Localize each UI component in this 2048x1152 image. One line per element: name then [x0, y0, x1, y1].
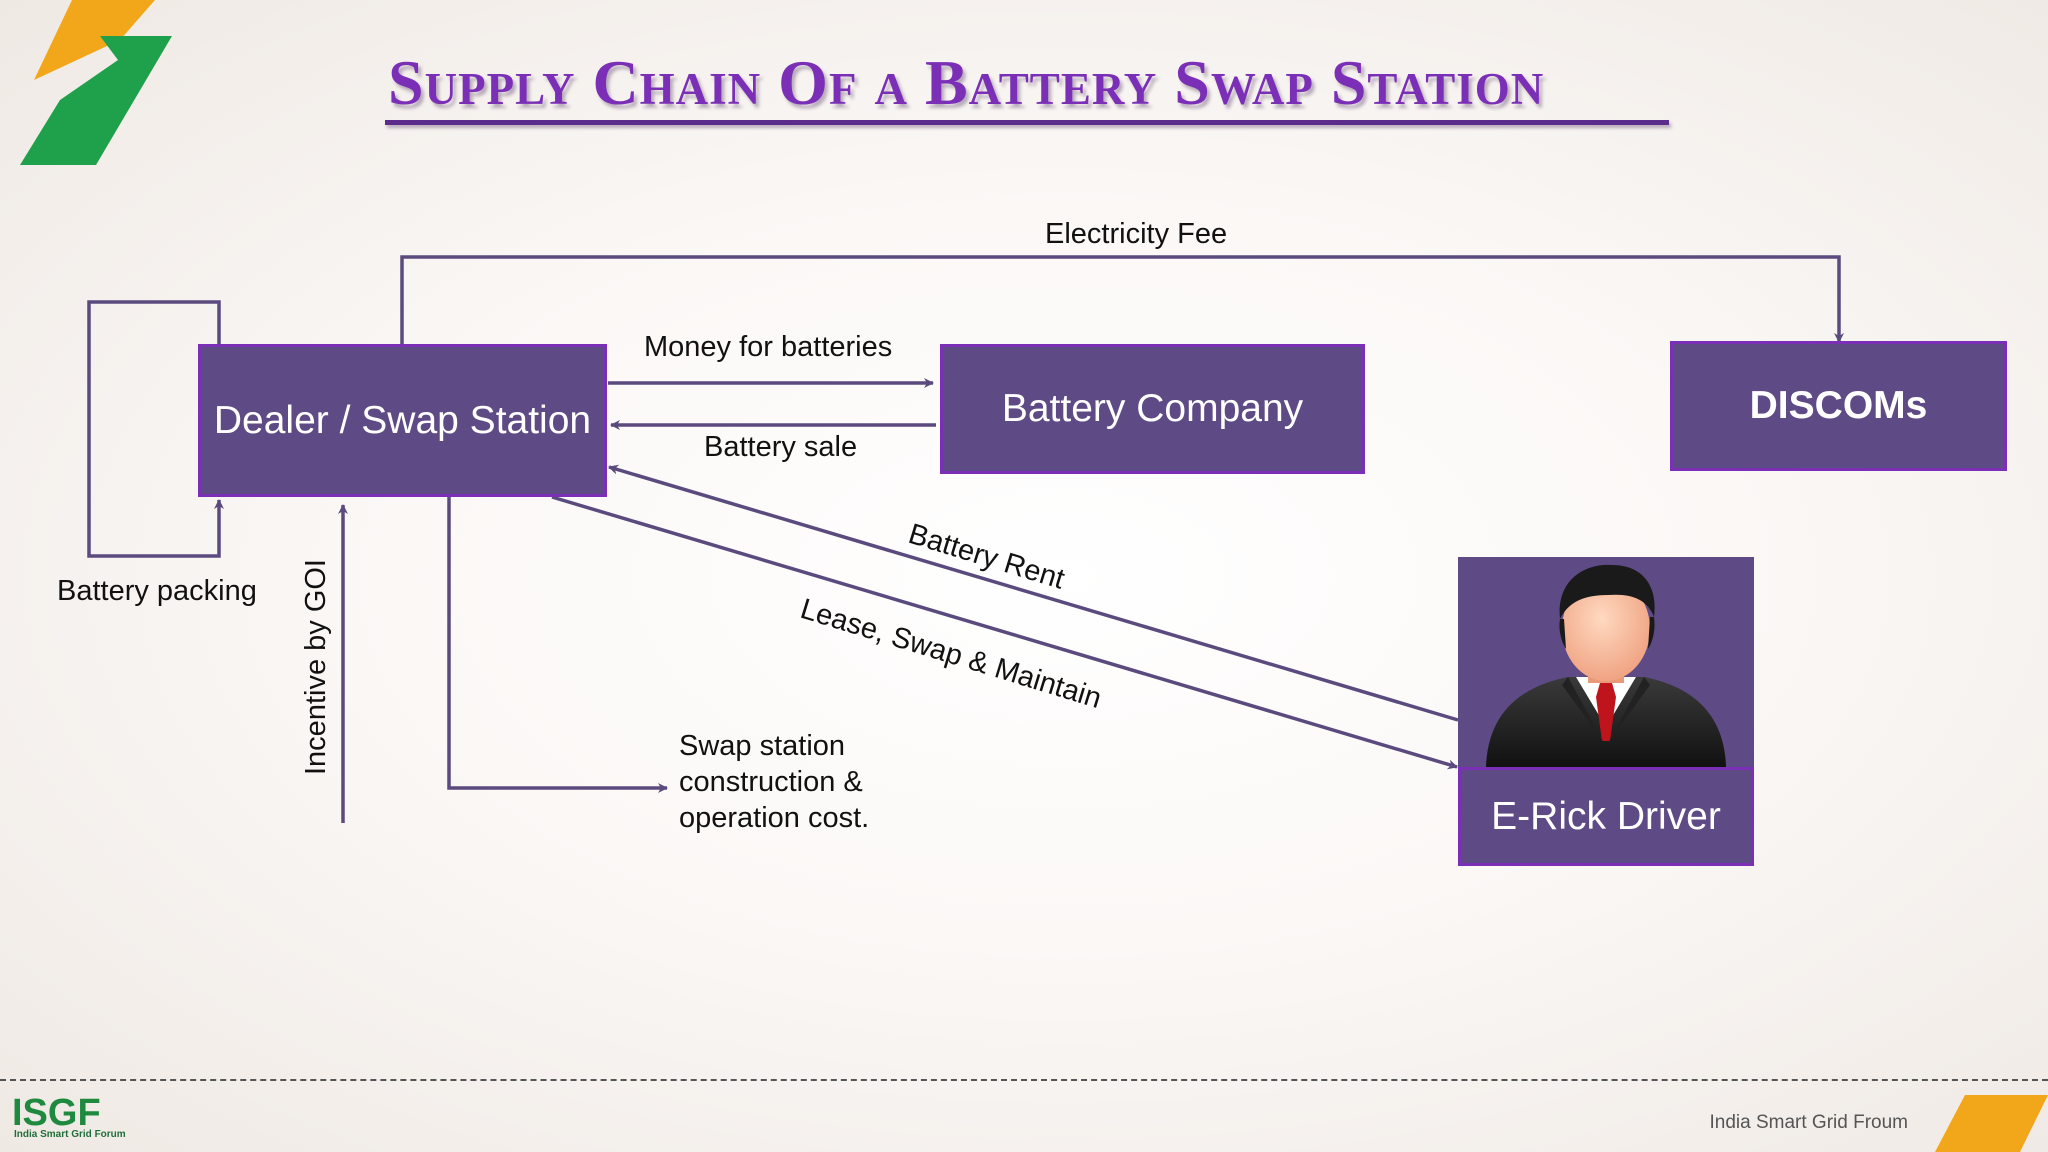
page-title: Supply Chain Of a Battery Swap Station [388, 47, 1545, 118]
label-money-for-batteries: Money for batteries [644, 331, 893, 363]
isgf-logo-icon: ISGF [12, 1092, 101, 1134]
isgf-logo-subtext: India Smart Grid Forum [14, 1129, 126, 1140]
node-dealer: Dealer / Swap Station [198, 344, 607, 497]
label-battery-packing: Battery packing [57, 575, 257, 607]
corner-logo-icon [20, 0, 172, 165]
arrow-swap-cost [447, 497, 668, 793]
arrow-battery-rent [608, 464, 1459, 722]
title-underline [385, 120, 1669, 125]
arrow-lease [551, 495, 1458, 770]
label-electricity-fee: Electricity Fee [1045, 218, 1228, 250]
label-swap-station-cost: Swap station construction & operation co… [679, 730, 870, 834]
svg-text:ISGF: ISGF [12, 1092, 101, 1134]
footer-divider [0, 1079, 2048, 1081]
arrow-electricity-fee [400, 255, 1844, 347]
footer-org-name: India Smart Grid Froum [1709, 1112, 1909, 1133]
footer-corner-icon [1935, 1095, 2048, 1152]
node-battery-company: Battery Company [940, 344, 1365, 474]
arrow-battery-packing [87, 300, 224, 558]
node-driver: E-Rick Driver [1458, 767, 1754, 866]
driver-photo [1458, 557, 1754, 767]
businessman-icon [1486, 564, 1726, 767]
node-discoms: DISCOMs [1670, 341, 2007, 471]
label-incentive: Incentive by GOI [300, 559, 332, 775]
label-battery-sale: Battery sale [704, 431, 858, 463]
